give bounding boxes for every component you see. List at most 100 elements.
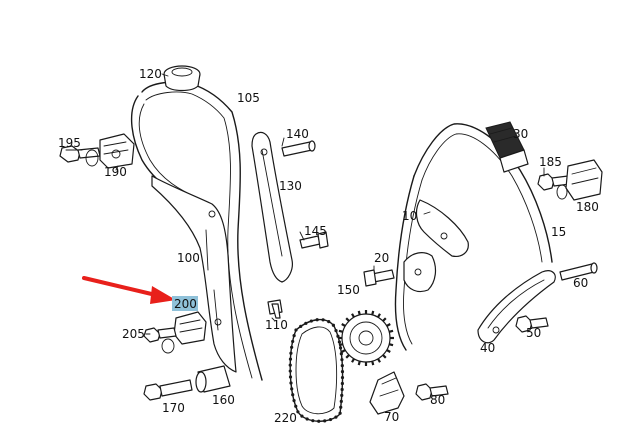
part-160-sleeve bbox=[195, 365, 231, 393]
label-140: 140 bbox=[286, 127, 309, 141]
label-15: 15 bbox=[551, 225, 566, 239]
chain-link bbox=[304, 321, 308, 325]
part-80-bolt bbox=[415, 383, 449, 401]
sprocket-tooth bbox=[345, 317, 350, 322]
tensioner-rail bbox=[251, 131, 293, 283]
label-185: 185 bbox=[539, 155, 562, 169]
part-110-bolt bbox=[267, 299, 283, 319]
part-200-highlight bbox=[172, 296, 198, 311]
sprocket-tooth bbox=[386, 323, 391, 327]
leader-lines bbox=[65, 73, 545, 335]
sprocket-tooth bbox=[351, 313, 355, 318]
chain-link bbox=[339, 405, 343, 409]
chain-link bbox=[323, 419, 327, 423]
label-220: 220 bbox=[274, 411, 297, 425]
chain-link bbox=[288, 363, 292, 367]
chain-link bbox=[339, 399, 343, 403]
chain-link bbox=[294, 328, 298, 332]
label-10: 10 bbox=[402, 209, 417, 223]
chain-link bbox=[340, 393, 344, 397]
sprocket-tooth bbox=[351, 358, 355, 363]
chain-link bbox=[292, 334, 296, 338]
label-60: 60 bbox=[573, 276, 588, 290]
chain-link bbox=[288, 357, 293, 361]
label-130: 130 bbox=[279, 179, 302, 193]
part-180-tensioner bbox=[556, 159, 603, 201]
label-50: 50 bbox=[526, 326, 541, 340]
label-80: 80 bbox=[430, 393, 445, 407]
sprocket-tooth bbox=[371, 310, 375, 316]
chain-link bbox=[290, 345, 294, 349]
label-195: 195 bbox=[58, 136, 81, 150]
chain-link bbox=[309, 319, 313, 323]
label-30: 30 bbox=[513, 127, 528, 141]
sprocket-tooth bbox=[357, 360, 361, 366]
label-145: 145 bbox=[304, 224, 327, 238]
red-arrow bbox=[82, 276, 176, 304]
sprocket-tooth bbox=[377, 313, 381, 318]
part-40-lower-guide bbox=[477, 270, 556, 344]
chain-link bbox=[288, 375, 293, 379]
chain-link bbox=[300, 414, 304, 418]
sprocket-tooth bbox=[371, 360, 375, 366]
chain-link bbox=[291, 393, 295, 397]
sprocket-tooth bbox=[357, 310, 361, 316]
chain-link bbox=[340, 364, 344, 368]
chain-link bbox=[317, 419, 321, 423]
label-100: 100 bbox=[177, 251, 200, 265]
chain-link bbox=[289, 351, 293, 355]
chain-link bbox=[337, 340, 342, 344]
chain-link bbox=[340, 358, 344, 362]
chain-link bbox=[315, 318, 319, 322]
part-120-cap bbox=[163, 65, 201, 92]
sprocket-tooth bbox=[386, 349, 391, 353]
part-70-bracket bbox=[369, 371, 405, 415]
label-205: 205 bbox=[122, 327, 145, 341]
chain-link bbox=[338, 411, 342, 415]
chain-link bbox=[292, 398, 296, 403]
chain-link bbox=[288, 369, 292, 373]
label-190: 190 bbox=[104, 165, 127, 179]
label-200: 200 bbox=[174, 297, 197, 311]
sprocket-tooth bbox=[341, 323, 346, 327]
chain-link bbox=[331, 323, 335, 327]
chain-link bbox=[338, 346, 343, 350]
chain-link bbox=[311, 419, 315, 423]
part-labels: 120 105 195 190 140 130 145 100 200 205 … bbox=[58, 67, 599, 425]
chain-link bbox=[334, 328, 338, 333]
chain-link bbox=[334, 415, 338, 419]
label-120: 120 bbox=[139, 67, 162, 81]
label-160: 160 bbox=[212, 393, 235, 407]
part-30-block bbox=[485, 121, 529, 173]
chain-link bbox=[291, 339, 295, 344]
sprocket-tooth bbox=[377, 358, 381, 363]
sprocket-tooth bbox=[382, 354, 387, 359]
part-145-bolt bbox=[299, 231, 329, 249]
sprocket-tooth bbox=[388, 343, 394, 347]
chain-link bbox=[299, 324, 303, 328]
sprocket-tooth bbox=[341, 349, 346, 353]
label-20: 20 bbox=[374, 251, 389, 265]
sprocket-tooth bbox=[338, 329, 344, 333]
right-chain-loop bbox=[394, 123, 553, 351]
part-205-bolt bbox=[143, 327, 177, 343]
chain-link bbox=[305, 417, 309, 421]
chain-link bbox=[289, 381, 293, 385]
sprocket-tooth bbox=[388, 329, 394, 333]
chain-link bbox=[340, 369, 345, 374]
chain-link bbox=[327, 320, 331, 324]
part-170-bolt bbox=[143, 379, 193, 401]
chain-link bbox=[321, 318, 325, 322]
label-105: 105 bbox=[237, 91, 260, 105]
part-50-bolt bbox=[515, 315, 549, 333]
part-190-tensioner bbox=[85, 133, 135, 169]
sprocket-tooth bbox=[345, 354, 350, 359]
sprocket-tooth bbox=[382, 317, 387, 322]
chain-link bbox=[296, 410, 300, 414]
part-60-bolt bbox=[559, 262, 598, 281]
chain-link bbox=[290, 387, 294, 391]
part-150-sprocket bbox=[338, 310, 394, 366]
label-150: 150 bbox=[337, 283, 360, 297]
part-20-bolt bbox=[363, 269, 395, 287]
